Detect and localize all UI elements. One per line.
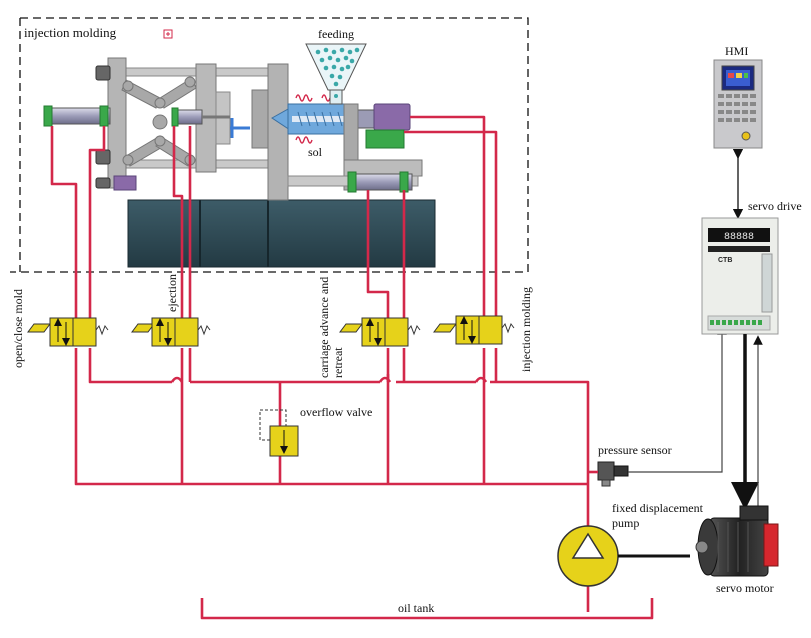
valve-open-close-mold [27,317,109,347]
pump-label-line2: pump [612,516,639,530]
clamp-cylinder [43,105,111,127]
pump-icon [557,525,619,587]
hydraulic-lines [50,115,654,620]
injection-molding-boundary: injection molding [10,17,529,273]
valve-injection-molding [433,315,515,345]
injection-molding-title: injection molding [24,25,117,40]
carriage-label-line2: retreat [331,347,345,378]
servo-motor-label: servo motor [716,581,774,595]
drive-display-readout: 88888 [724,232,754,243]
servo-motor-icon [695,505,779,577]
machine-bed [127,199,436,268]
heater-coil-icon [295,94,331,144]
carriage-label-line1: carriage advance and [317,277,331,378]
drive-brand-label: CTB [718,257,732,264]
open-close-mold-label: open/close mold [11,289,25,368]
oil-tank-label: oil tank [398,601,434,615]
servo-drive-label: servo drive [748,199,802,213]
pressure-sensor-icon [588,461,629,487]
pressure-sensor-label: pressure sensor [598,443,672,457]
pressure-feedback-signal [628,325,727,473]
overflow-valve [259,409,299,457]
ejection-label: ejection [165,274,179,312]
ejector-cylinder [171,107,230,127]
valve-carriage [339,317,421,347]
clamping-unit [95,57,289,201]
hmi-panel [713,59,763,149]
valve-ejection [131,317,211,347]
sol-label: sol [308,145,323,159]
overflow-valve-label: overflow valve [300,405,372,419]
servo-drive: 88888 CTB [701,217,779,335]
expand-icon [163,29,173,39]
injection-unit [271,43,423,193]
hmi-label: HMI [725,44,748,58]
feed-hopper [305,43,367,105]
injection-molding-valve-label: injection molding [519,287,533,372]
pump-label-line1: fixed displacement [612,501,704,515]
feeding-label: feeding [318,27,354,41]
